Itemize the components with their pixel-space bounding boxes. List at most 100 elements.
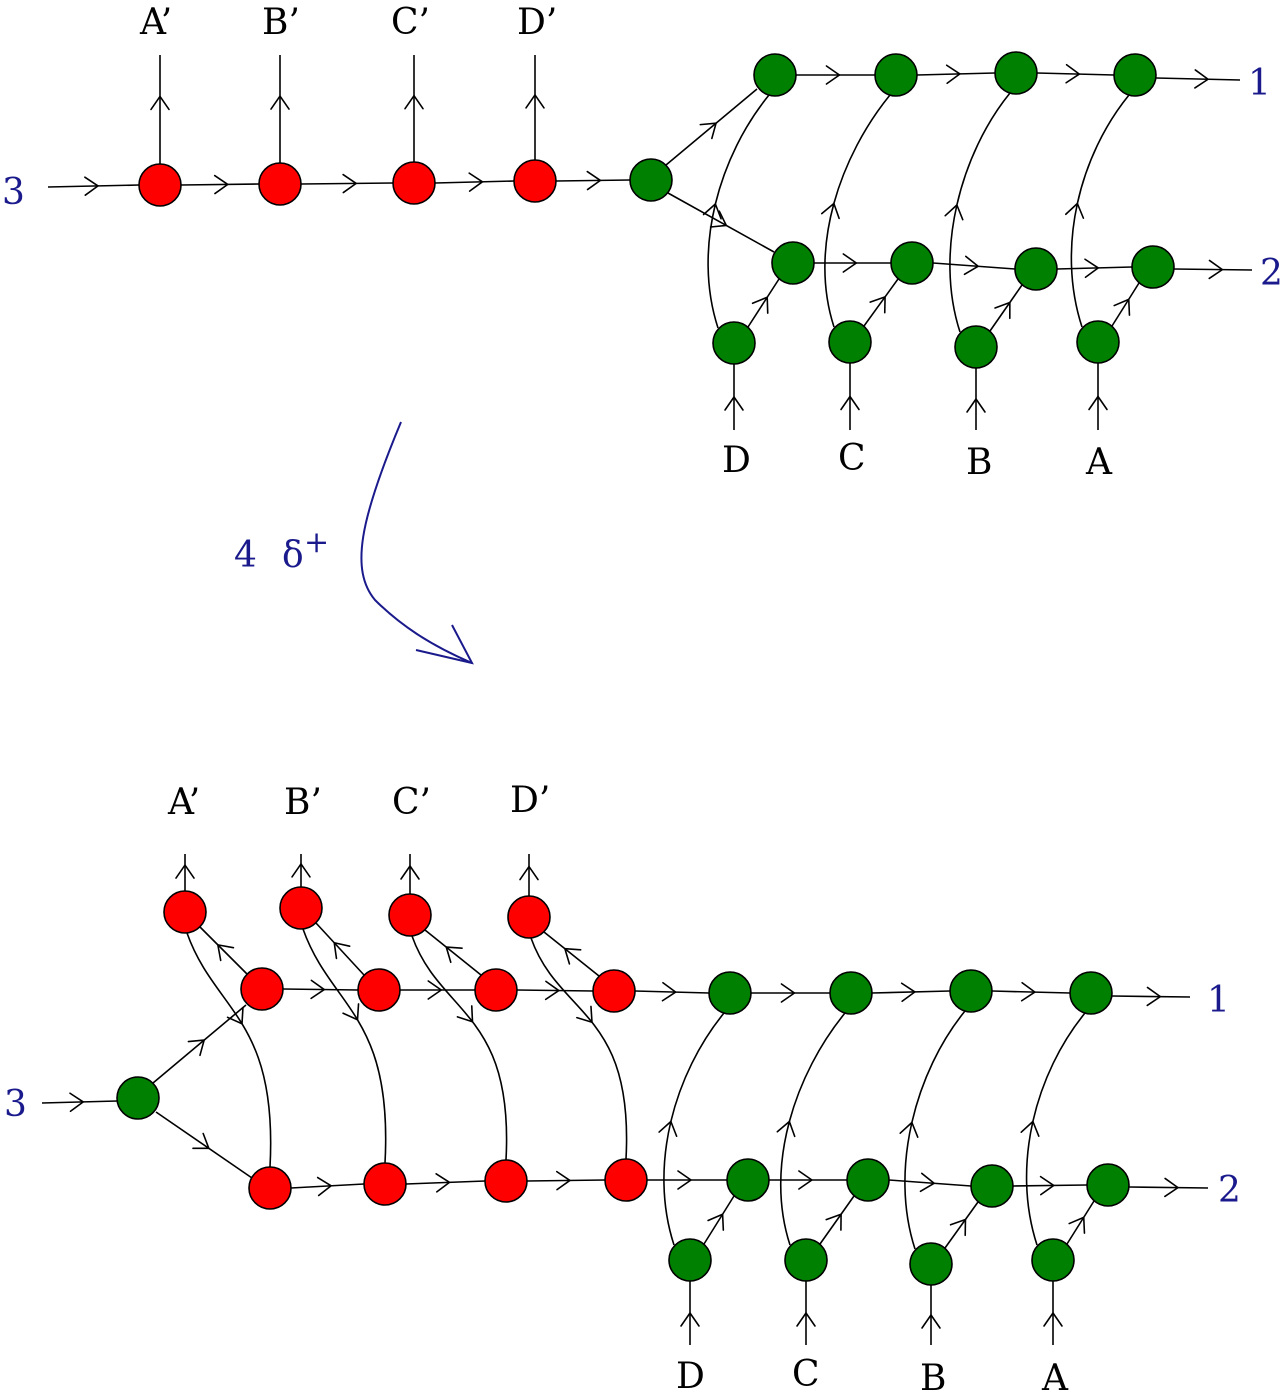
- bottom-mid1-red-node-0: [240, 967, 284, 1011]
- bottom-edge-mid2-chain-1-arrowhead: [435, 1173, 451, 1193]
- top-edge-leg-to-line1-0-arrowhead: [702, 203, 722, 220]
- top-leg-node-2: [954, 325, 998, 369]
- bottom-edge-mid1-to-primed-2-arrowhead: [445, 946, 463, 964]
- bottom-edge-primed-to-mid2-2-arrowhead: [456, 1005, 474, 1023]
- top-edge-leg-to-line1-1-arrowhead: [820, 202, 840, 220]
- transition-label: 4 δ +: [234, 525, 329, 576]
- top-edge-primed-out-1-arrowhead: [270, 95, 290, 110]
- bottom-input-label-b: B: [920, 1358, 946, 1392]
- top-input-label-a: A: [1085, 442, 1113, 483]
- top-edge-input-3-arrowhead: [84, 176, 99, 196]
- bottom-input-label-a: A: [1041, 1358, 1069, 1392]
- bottom-edge-leg-to-line2-1-arrowhead: [825, 1213, 842, 1231]
- bottom-edge-primed-out-1-arrowhead: [291, 863, 311, 878]
- top-edge-leg-to-line2-0-arrowhead: [751, 296, 769, 314]
- bottom-edge-leg-in-1-arrowhead: [796, 1312, 816, 1327]
- bottom-edge-mid1-to-line1-arrowhead: [661, 981, 677, 1002]
- bottom-leg-node-0: [668, 1238, 712, 1282]
- top-edge-red-chain-1: [300, 182, 394, 185]
- top-leg-node-3: [1076, 320, 1120, 364]
- bottom-edge-leg-to-line1-3-arrowhead: [1020, 1120, 1040, 1137]
- bottom-edge-leg-to-line2-0: [703, 1195, 735, 1245]
- top-edge-line2-0-arrowhead: [842, 253, 858, 273]
- top-input-label-c: C: [838, 438, 866, 479]
- bottom-edge-line1-1: [871, 990, 951, 994]
- bottom-edge-mid1-chain-1-arrowhead: [427, 980, 443, 1000]
- top-primed-label-a: A’: [139, 2, 172, 43]
- bottom-edge-primed-out-0-arrowhead: [175, 864, 195, 879]
- bottom-line2-node-3: [1086, 1163, 1130, 1207]
- bottom-mid2-red-node-1: [363, 1162, 407, 1206]
- top-red-node-3: [513, 159, 557, 203]
- top-edge-leg-to-line1-2: [949, 92, 1011, 333]
- bottom-edge-line2-2: [1012, 1184, 1088, 1187]
- bottom-edge-split-to-mid2: [155, 1111, 253, 1179]
- bottom-edge-mid1-to-primed-1-arrowhead: [333, 941, 351, 960]
- top-edge-line1-2: [1036, 72, 1115, 76]
- bottom-edge-mid2-chain-2-arrowhead: [555, 1170, 571, 1191]
- bottom-line2-node-2: [970, 1164, 1014, 1208]
- bottom-leg-node-2: [909, 1242, 953, 1286]
- top-edge-leg-in-2-arrowhead: [966, 398, 986, 413]
- bottom-graph-labels: 3 1 2 A’ B’ C’ D’ D C B A: [4, 780, 1241, 1392]
- top-edge-leg-to-line2-3: [1111, 282, 1140, 327]
- top-output-label-2: 2: [1260, 253, 1283, 294]
- bottom-mid1-red-node-1: [357, 968, 401, 1012]
- top-edge-line1-1-arrowhead: [945, 64, 961, 85]
- bottom-edge-mid1-chain-0: [282, 988, 359, 991]
- bottom-edge-mid2-chain-1: [405, 1180, 486, 1185]
- top-red-node-2: [392, 161, 436, 205]
- bottom-edge-leg-to-line2-3: [1066, 1200, 1095, 1245]
- bottom-edge-leg-to-line1-0: [663, 1012, 725, 1246]
- top-edge-red-chain-2-arrowhead: [468, 172, 484, 192]
- bottom-primed-red-node-1: [279, 886, 323, 930]
- top-red-node-1: [258, 162, 302, 206]
- top-edge-leg-to-line2-0: [747, 278, 780, 328]
- bottom-edge-primed-out-2-arrowhead: [400, 865, 420, 880]
- top-edge-primed-out-3-arrowhead: [525, 94, 545, 109]
- bottom-edge-mid1-to-primed-3-arrowhead: [564, 947, 582, 965]
- top-edge-red-chain-0: [180, 183, 260, 186]
- top-primed-label-d: D’: [517, 2, 557, 43]
- bottom-edge-out-2: [1128, 1186, 1209, 1189]
- bottom-edge-primed-to-mid2-1-arrowhead: [342, 1003, 360, 1021]
- bottom-edge-line1-2: [991, 990, 1071, 994]
- bottom-input-label-3: 3: [4, 1084, 27, 1125]
- top-edge-line2-2-arrowhead: [1084, 258, 1100, 279]
- top-edge-split-to-line1-arrowhead: [699, 122, 717, 140]
- top-input-label-d: D: [722, 440, 751, 481]
- top-edge-out-1-arrowhead: [1194, 69, 1209, 89]
- bottom-edge-mid1-chain-0-arrowhead: [310, 979, 326, 1000]
- top-edge-red-chain-0-arrowhead: [213, 174, 229, 195]
- top-edge-line1-0-arrowhead: [825, 65, 841, 85]
- bottom-edge-mid1-to-primed-3: [543, 931, 600, 977]
- bottom-primed-label-b: B’: [284, 782, 322, 823]
- bottom-line1-node-2: [949, 969, 993, 1013]
- bottom-primed-red-node-2: [388, 893, 432, 937]
- bottom-edge-primed-out-3-arrowhead: [519, 865, 539, 881]
- bottom-input-label-c: C: [792, 1354, 820, 1392]
- bottom-edge-leg-to-line2-1: [819, 1195, 855, 1245]
- bottom-edge-mid1-to-primed-0: [199, 926, 248, 975]
- top-graph-labels: 3 1 2 A’ B’ C’ D’ D C B A: [2, 2, 1283, 483]
- top-edge-red-chain-3-arrowhead: [586, 170, 602, 191]
- top-line2-node-1: [890, 241, 934, 285]
- bottom-edge-mid1-to-primed-2: [424, 929, 482, 976]
- bottom-primed-red-node-3: [507, 895, 551, 939]
- nodes-layer: [116, 51, 1175, 1286]
- bottom-leg-node-1: [784, 1238, 828, 1282]
- top-edge-split-to-line2-arrowhead: [709, 210, 728, 228]
- top-edge-line1-1: [916, 72, 996, 76]
- top-line2-node-3: [1131, 245, 1175, 289]
- top-leg-node-1: [828, 320, 872, 364]
- top-edge-leg-to-line2-2-arrowhead: [994, 301, 1011, 320]
- top-line2-node-2: [1014, 247, 1058, 291]
- top-leg-node-0: [712, 321, 756, 365]
- bottom-edge-mid2-chain-2: [526, 1179, 606, 1182]
- bottom-edge-leg-to-line1-2-arrowhead: [899, 1121, 919, 1138]
- edges-layer: [41, 55, 1253, 1345]
- bottom-edge-mid1-to-line1: [634, 990, 710, 994]
- bottom-edge-split-to-mid1-arrowhead: [187, 1039, 205, 1057]
- bottom-split-node: [116, 1076, 160, 1120]
